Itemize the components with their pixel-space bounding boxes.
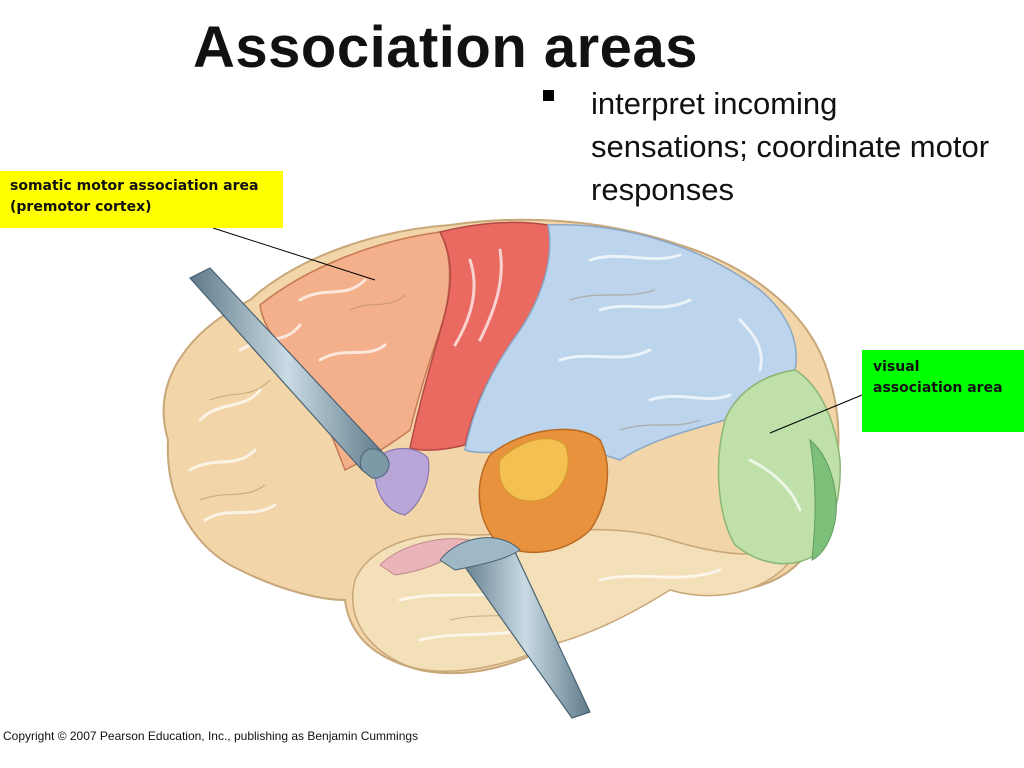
upper-probe-icon [189,267,390,479]
lower-probe-icon [439,537,591,719]
slide-title: Association areas [193,15,698,80]
premotor-callout: somatic motor association area (premotor… [0,171,283,228]
visual-leader-line [769,394,863,434]
copyright-text: Copyright © 2007 Pearson Education, Inc.… [3,729,419,743]
sensory-region [464,223,797,461]
visual-callout: visual association area [862,350,1024,432]
bullet-square-icon [543,90,554,101]
primary-visual-region [809,438,837,561]
primary-auditory-region [498,438,569,502]
premotor-callout-line2: (premotor cortex) [10,199,152,215]
premotor-callout-line1: somatic motor association area [10,178,259,194]
visual-callout-line1: visual [873,359,920,375]
bullet-text: interpret incoming sensations; coordinat… [591,86,990,207]
visual-callout-line2: association area [873,380,1003,396]
gyri-lines [188,248,802,642]
premotor-leader-line [212,227,376,281]
sulci-lines [199,289,701,621]
